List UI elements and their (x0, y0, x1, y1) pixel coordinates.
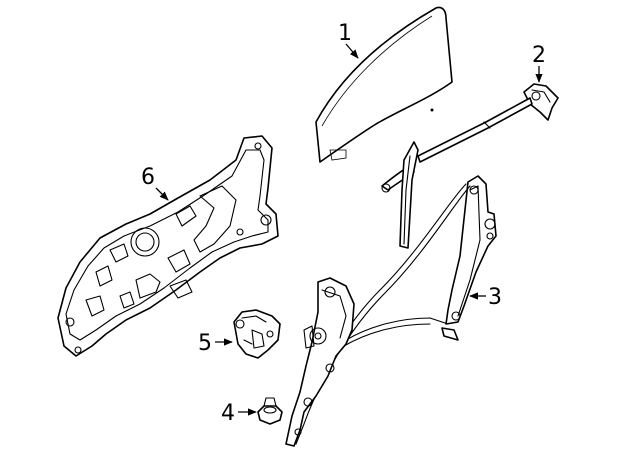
callout-6: 6 (141, 165, 169, 201)
callout-2: 2 (532, 43, 546, 83)
regulator-motor (233, 309, 281, 359)
callout-number: 6 (141, 165, 155, 190)
callout-number: 3 (488, 285, 502, 310)
callout-number: 2 (532, 43, 546, 68)
callout-number: 1 (338, 21, 352, 46)
door-glass (315, 6, 453, 163)
callout-1: 1 (338, 21, 359, 59)
callout-number: 4 (221, 401, 235, 426)
callout-5: 5 (198, 331, 233, 356)
callout-3: 3 (469, 285, 502, 310)
nut (257, 397, 283, 425)
window-regulator (285, 175, 497, 447)
callout-4: 4 (221, 401, 257, 426)
glass-guide-channel (381, 83, 559, 249)
door-inner-panel (57, 135, 279, 357)
callout-number: 5 (198, 331, 212, 356)
